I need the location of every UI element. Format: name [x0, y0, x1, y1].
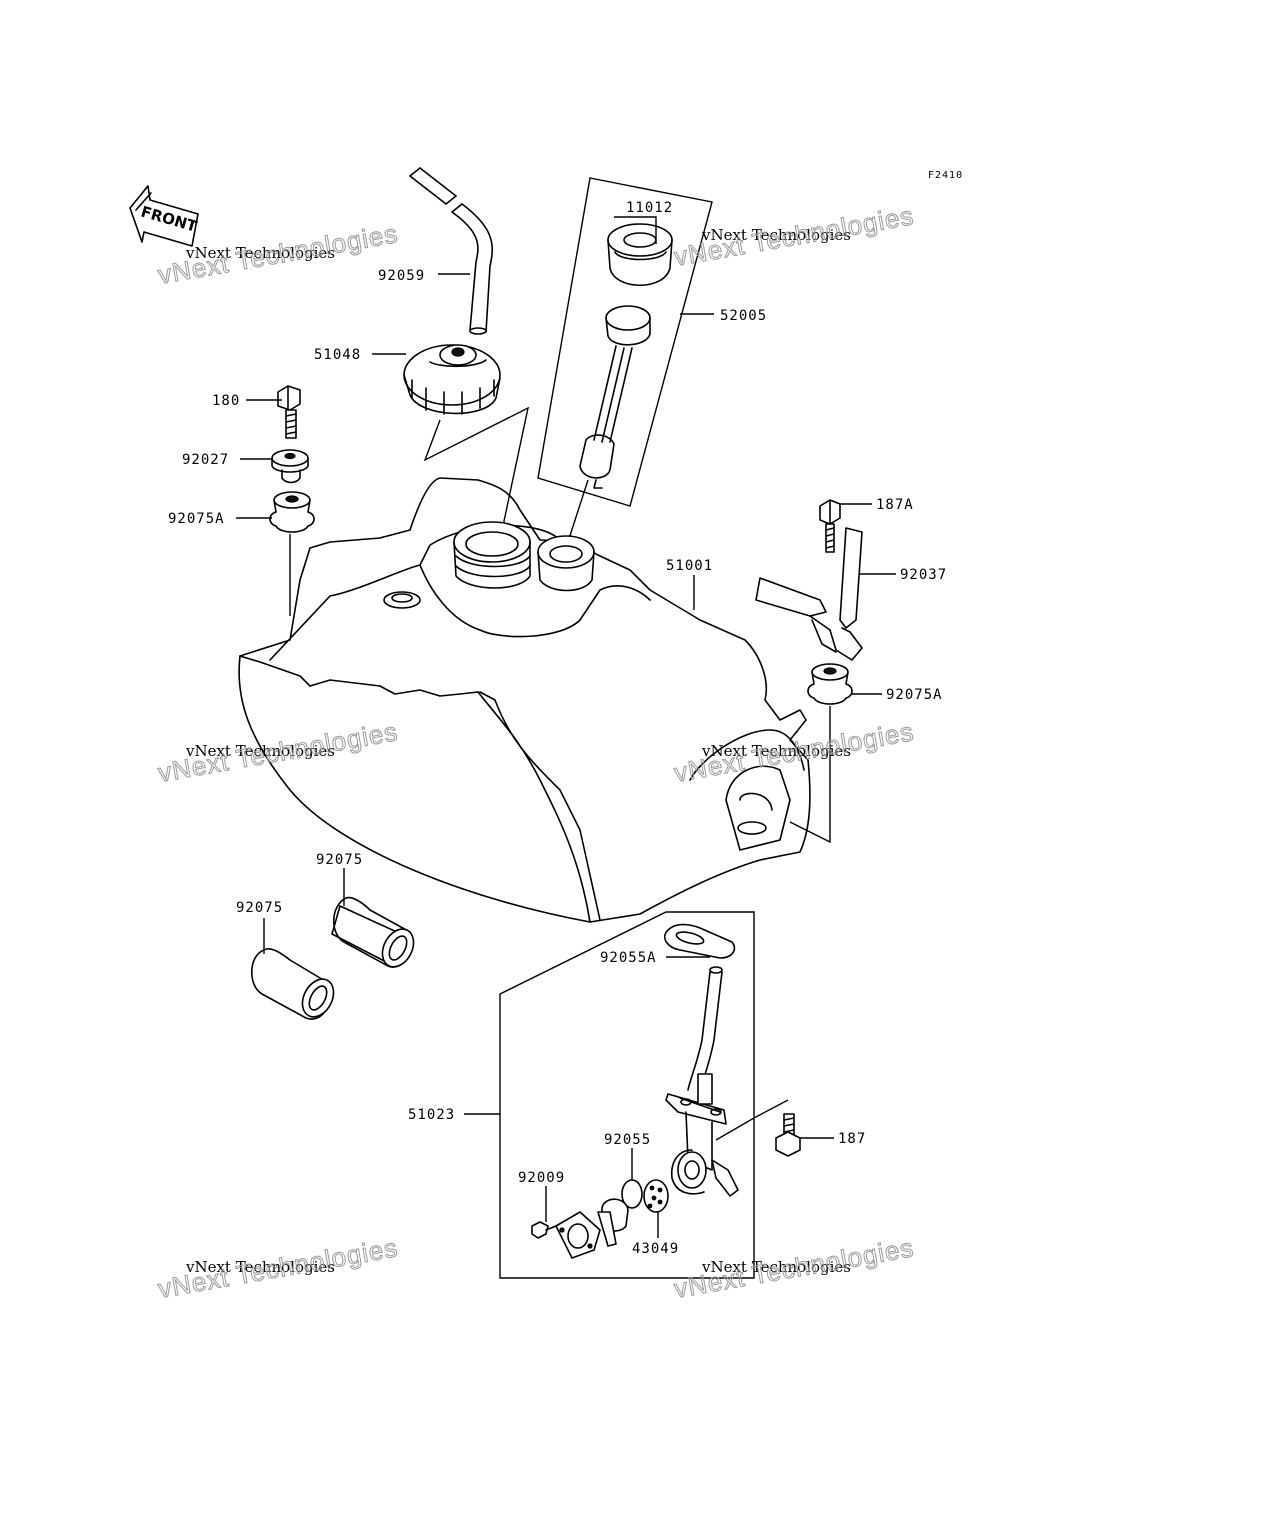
label-92037: 92037 — [900, 567, 947, 583]
label-92055a: 92055A — [600, 950, 657, 966]
label-43049: 43049 — [632, 1241, 679, 1257]
fuel-tank — [238, 477, 811, 923]
watermark-3: vNext Technologies vNext Technologies — [155, 716, 401, 789]
svg-text:vNext Technologies: vNext Technologies — [185, 742, 335, 760]
label-92075-upper: 92075 — [316, 852, 363, 868]
watermark-6: vNext Technologies vNext Technologies — [671, 1232, 917, 1305]
fuel-cock — [665, 966, 739, 1197]
label-92075-lower: 92075 — [236, 900, 283, 916]
fuel-cock-group-box — [499, 911, 755, 1279]
bolt-187 — [775, 1113, 801, 1157]
grommet-92075-upper — [331, 896, 415, 968]
collar-92027 — [271, 449, 309, 484]
label-51001: 51001 — [666, 558, 713, 574]
screw-92009 — [531, 1221, 557, 1239]
svg-text:vNext Technologies: vNext Technologies — [672, 200, 917, 272]
fuel-cap — [403, 344, 501, 415]
bolt-180 — [277, 385, 301, 439]
label-187a: 187A — [876, 497, 914, 513]
grommet-92075a-left — [269, 491, 315, 533]
svg-text:vNext Technologies: vNext Technologies — [672, 1232, 917, 1304]
svg-text:vNext Technologies: vNext Technologies — [701, 742, 851, 760]
watermark-2: vNext Technologies vNext Technologies — [671, 200, 917, 273]
figure-code: F2410 — [928, 170, 963, 181]
fuel-gauge — [579, 305, 651, 489]
filter-43049 — [643, 1179, 669, 1213]
gauge-group-box — [537, 177, 713, 507]
svg-text:vNext Technologies: vNext Technologies — [185, 244, 335, 262]
svg-text:vNext Technologies: vNext Technologies — [156, 1232, 401, 1304]
svg-text:vNext Technologies: vNext Technologies — [185, 1258, 335, 1276]
front-arrow-icon: FRONT — [129, 185, 200, 247]
label-92059: 92059 — [378, 268, 425, 284]
label-92009: 92009 — [518, 1170, 565, 1186]
label-92055: 92055 — [604, 1132, 651, 1148]
label-92075a-right: 92075A — [886, 687, 943, 703]
label-51023: 51023 — [408, 1107, 455, 1123]
tank-band — [755, 527, 863, 661]
gauge-grommet — [607, 223, 673, 287]
watermark-5: vNext Technologies vNext Technologies — [155, 1232, 401, 1305]
label-180: 180 — [212, 393, 240, 409]
label-52005: 52005 — [720, 308, 767, 324]
label-51048: 51048 — [314, 347, 361, 363]
label-11012: 11012 — [626, 200, 673, 216]
grommet-92075a-right — [807, 663, 853, 705]
breather-hose — [409, 167, 493, 335]
fuel-cock-lever — [597, 1198, 629, 1247]
svg-text:vNext Technologies: vNext Technologies — [672, 716, 917, 788]
watermark-4: vNext Technologies vNext Technologies — [671, 716, 917, 789]
svg-text:vNext Technologies: vNext Technologies — [701, 1258, 851, 1276]
svg-text:vNext Technologies: vNext Technologies — [701, 226, 851, 244]
label-92027: 92027 — [182, 452, 229, 468]
grommet-92075-lower — [250, 947, 335, 1020]
bolt-187a — [819, 499, 841, 553]
label-92075a-left: 92075A — [168, 511, 225, 527]
cover-plate — [555, 1211, 601, 1259]
gasket-92055a — [664, 923, 736, 959]
label-187: 187 — [838, 1131, 866, 1147]
svg-text:vNext Technologies: vNext Technologies — [156, 716, 401, 788]
